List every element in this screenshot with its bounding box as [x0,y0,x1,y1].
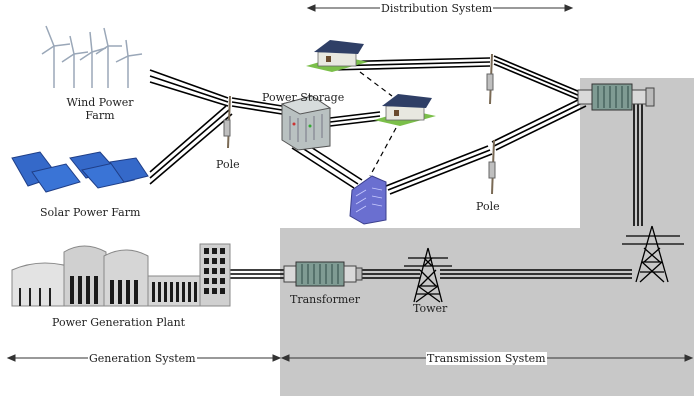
pole-right-upper [486,53,494,105]
transformer-bottom [283,261,363,287]
generation-system-label: Generation System [88,352,197,365]
house-upper [306,40,368,72]
plant-label: Power Generation Plant [52,316,186,329]
pole-left [223,95,231,149]
wind-farm-label-line2: Farm [85,109,115,122]
pole-right-lower [488,139,496,195]
distribution-system-label: Distribution System [380,2,494,15]
solar-panels [11,151,149,193]
wind-farm-label-line1: Wind Power [66,96,134,109]
transformer-label: Transformer [290,293,361,306]
power-storage-unit [280,95,332,151]
transmission-system-label: Transmission System [426,352,547,365]
pole-left-label: Pole [216,158,240,171]
power-lines [149,55,643,279]
tower-label: Tower [413,302,448,315]
tower-right [622,225,684,283]
transformer-top [577,83,655,111]
power-storage-label: Power Storage [262,91,345,104]
house-middle [374,94,436,126]
pole-right-label: Pole [476,200,500,213]
power-generation-plant [11,243,231,307]
dashed-links [359,71,397,177]
transmission-region [280,78,694,396]
wind-turbines [41,25,143,88]
tower-middle [404,247,452,303]
solar-farm-label: Solar Power Farm [40,206,141,219]
office-building [349,175,387,225]
wind-farm-label: Wind Power Farm [58,96,142,122]
